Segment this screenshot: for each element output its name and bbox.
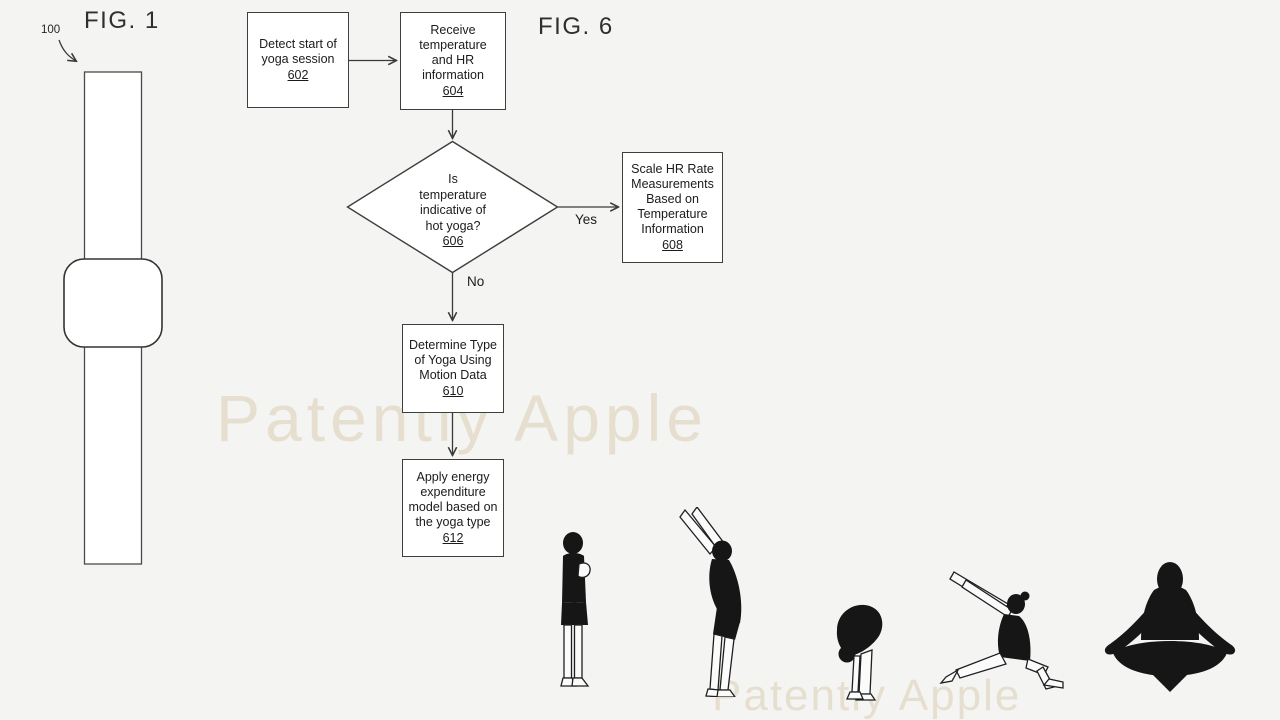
decision-diamond-text: Is temperature indicative of hot yoga? 6… [390, 172, 516, 250]
fig1-caption: FIG. 1 [84, 7, 160, 34]
flow-box-606-label: Is temperature indicative of hot yoga? [419, 172, 487, 233]
watch-reference-numeral: 100 [41, 24, 61, 36]
branch-label-no: No [467, 274, 485, 289]
flow-box-608-ref: 608 [662, 238, 683, 252]
decision-diamond-606 [346, 140, 559, 274]
flow-box-612-ref: 612 [442, 531, 464, 545]
flow-box-detect-start: Detect start of yoga session 602 [247, 12, 349, 108]
flow-box-610-ref: 610 [442, 384, 464, 398]
flow-box-602-ref: 602 [287, 68, 309, 82]
flow-box-610-label: Determine Type of Yoga Using Motion Data [408, 338, 497, 382]
standing-forward-fold-pose-icon [830, 599, 886, 701]
flow-box-determine-type: Determine Type of Yoga Using Motion Data… [402, 324, 504, 413]
branch-label-yes: Yes [575, 212, 598, 227]
watch-drawing [58, 39, 163, 565]
reference-leader-arrow [58, 39, 76, 61]
fig6-caption: FIG. 6 [538, 13, 614, 40]
flow-box-scale-hr: Scale HR Rate Measurements Based on Temp… [622, 152, 723, 263]
flow-box-606-ref: 606 [442, 234, 464, 248]
flow-box-604-label: Receive temperature and HR information [419, 23, 487, 82]
upward-salute-pose-icon [672, 507, 752, 697]
flow-box-604-ref: 604 [442, 84, 464, 98]
flow-box-612-label: Apply energy expenditure model based on … [408, 470, 498, 529]
flowchart-arrows [349, 61, 618, 456]
crescent-lunge-pose-icon [938, 571, 1066, 693]
lotus-meditation-pose-icon [1100, 560, 1240, 696]
flow-box-602-label: Detect start of yoga session [259, 37, 337, 66]
mountain-prayer-pose-icon [551, 532, 595, 694]
flow-box-receive-info: Receive temperature and HR information 6… [400, 12, 506, 110]
flow-box-apply-model: Apply energy expenditure model based on … [402, 459, 504, 557]
watch-case [63, 258, 163, 348]
flow-box-608-label: Scale HR Rate Measurements Based on Temp… [631, 162, 714, 236]
